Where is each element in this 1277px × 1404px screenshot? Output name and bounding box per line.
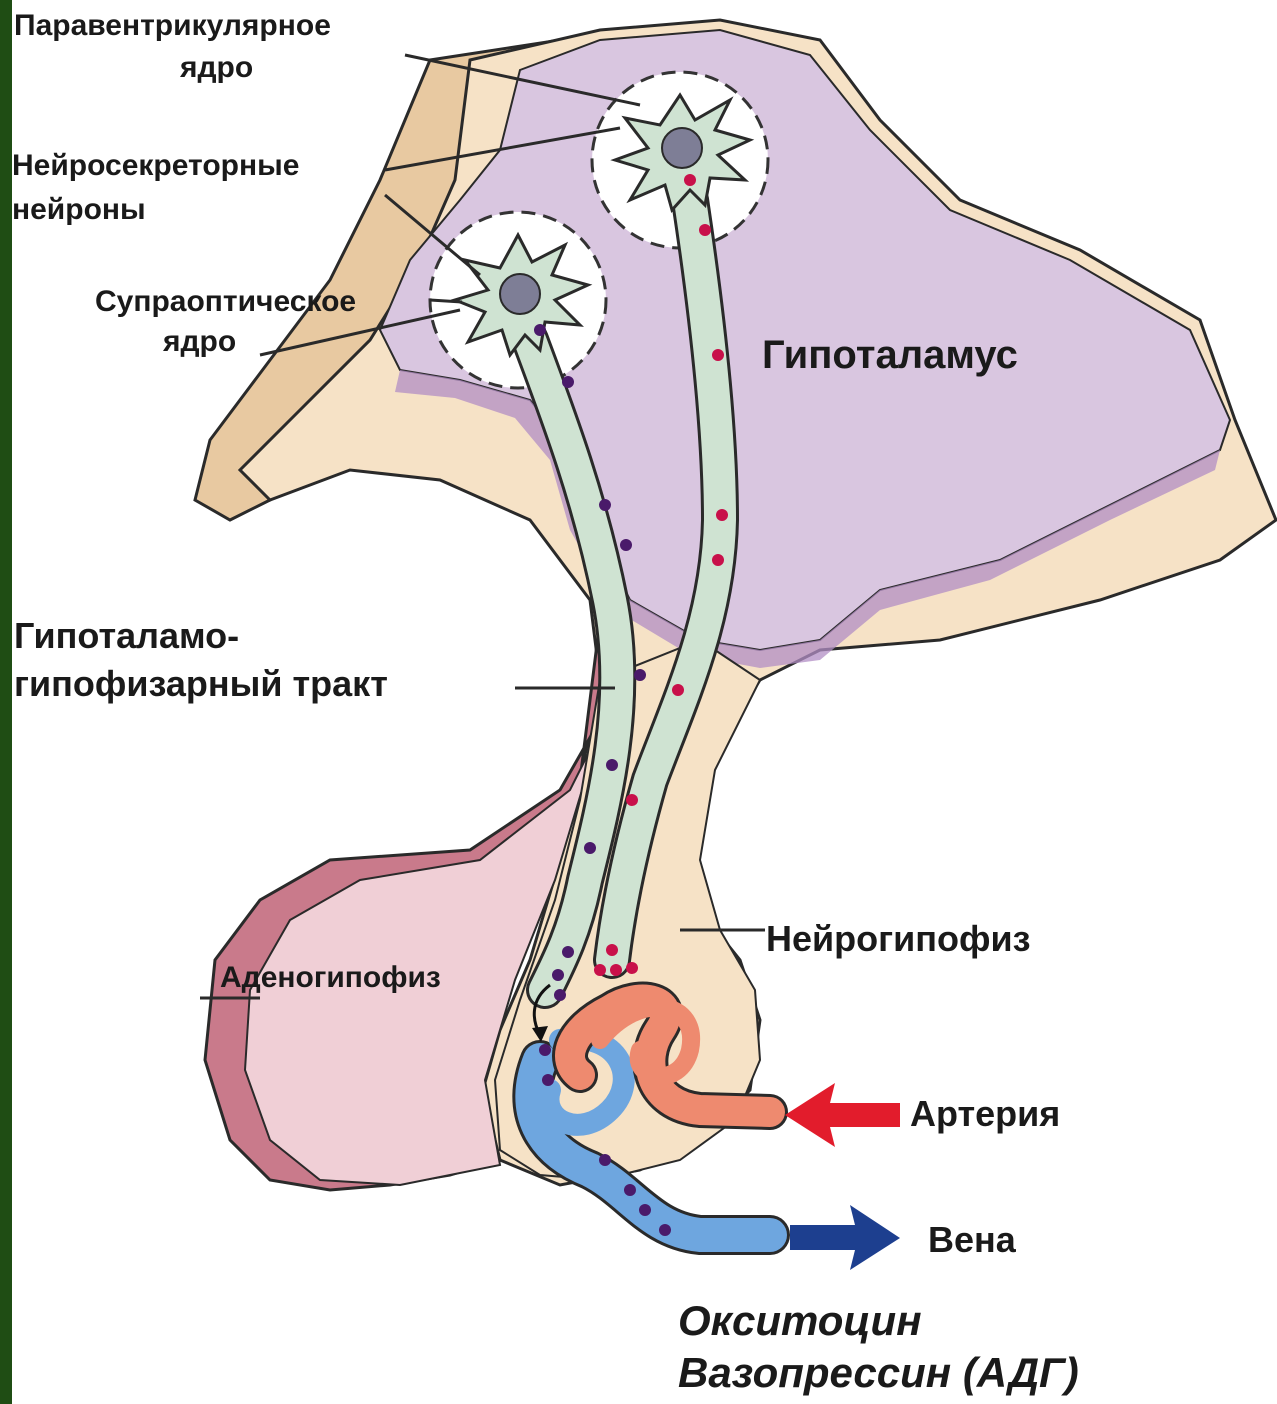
- label-supraoptic-line2: ядро: [163, 322, 236, 362]
- paraventricular-neuron-nucleus: [662, 128, 702, 168]
- vein-arrow-icon: [790, 1205, 900, 1270]
- supraoptic-neuron-nucleus: [500, 274, 540, 314]
- label-neurohypophysis: Нейрогипофиз: [766, 915, 1031, 963]
- label-neurosecretory-line2: нейроны: [12, 190, 146, 230]
- label-vein: Вена: [928, 1216, 1016, 1264]
- label-hypothalamus: Гипоталамус: [762, 330, 1018, 380]
- label-supraoptic-line1: Супраоптическое: [95, 282, 356, 322]
- label-paraventricular-line1: Паравентрикулярное: [14, 6, 331, 46]
- left-edge-bar: [0, 0, 12, 1404]
- hormone-oxytocin: Окситоцин: [678, 1292, 922, 1350]
- label-adenohypophysis: Аденогипофиз: [220, 958, 441, 998]
- label-tract-line1: Гипоталамо-: [14, 612, 239, 660]
- label-tract-line2: гипофизарный тракт: [14, 660, 388, 708]
- label-paraventricular-line2: ядро: [180, 48, 253, 88]
- label-artery: Артерия: [910, 1090, 1060, 1138]
- hormone-vasopressin: Вазопрессин (АДГ): [678, 1344, 1079, 1402]
- artery-arrow-icon: [785, 1083, 900, 1147]
- label-neurosecretory-line1: Нейросекреторные: [12, 146, 299, 186]
